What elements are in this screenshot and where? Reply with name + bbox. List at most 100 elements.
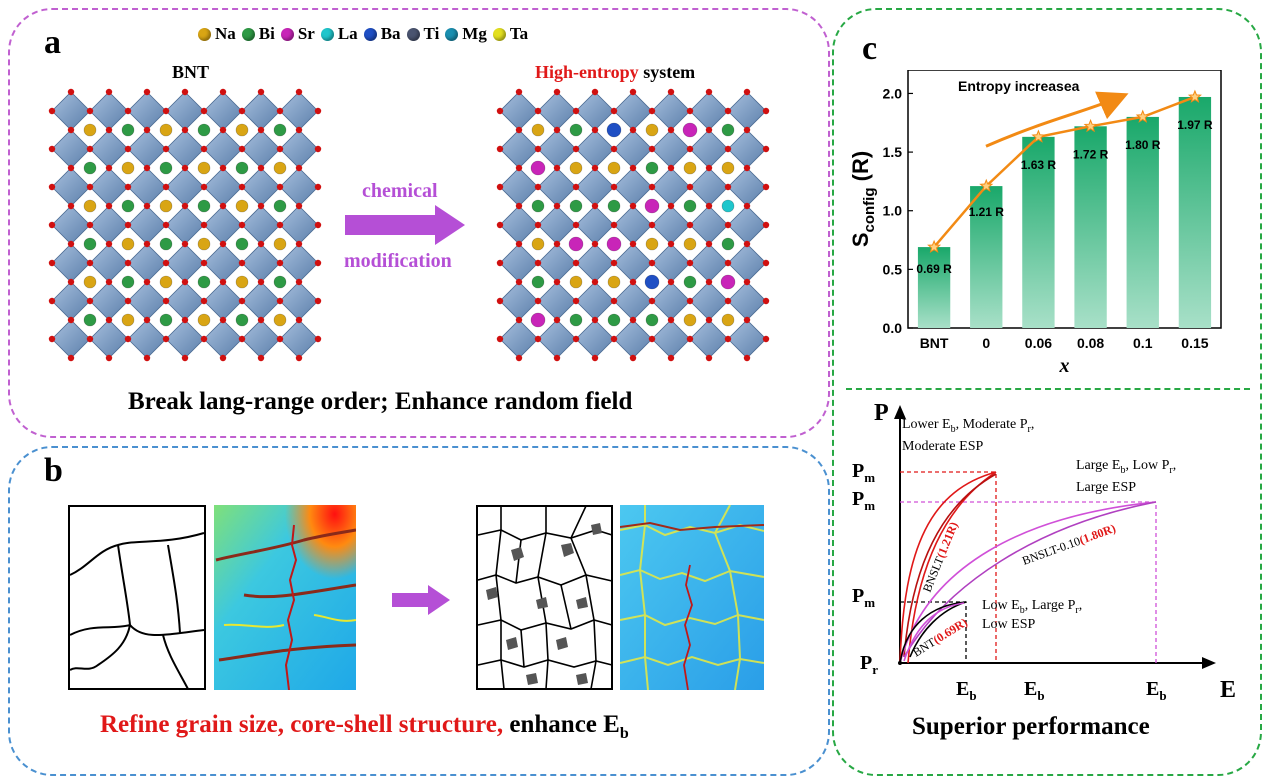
oxygen-atom	[743, 240, 751, 248]
oxygen-atom	[648, 107, 656, 115]
octahedron	[499, 129, 539, 169]
octahedron	[727, 205, 767, 245]
oxygen-atom	[762, 183, 770, 191]
oxygen-atom	[667, 278, 675, 286]
atom-bi	[235, 237, 249, 251]
oxygen-atom	[162, 145, 170, 153]
oxygen-atom	[314, 183, 322, 191]
oxygen-atom	[257, 316, 265, 324]
octahedron	[537, 91, 577, 131]
oxygen-atom	[629, 126, 637, 134]
pr-label: Pr	[860, 652, 878, 677]
octahedron	[575, 167, 615, 207]
octahedron	[89, 129, 129, 169]
atom-bi	[531, 275, 545, 289]
eb-label-1: Eb	[956, 678, 977, 703]
oxygen-atom	[496, 297, 504, 305]
star-marker-icon	[1031, 129, 1046, 143]
oxygen-atom	[515, 354, 523, 362]
note-right-line1: Large Eb, Low Pr,	[1076, 458, 1176, 476]
oxygen-atom	[724, 335, 732, 343]
oxygen-atom	[295, 88, 303, 96]
oxygen-atom	[762, 335, 770, 343]
legend-item-la: La	[320, 24, 358, 44]
legend-label-ta: Ta	[509, 24, 529, 43]
p-axis-arrow-icon	[894, 405, 906, 419]
oxygen-atom	[67, 126, 75, 134]
oxygen-atom	[143, 354, 151, 362]
oxygen-atom	[295, 202, 303, 210]
atom-ba	[644, 274, 660, 290]
atom-na	[273, 313, 287, 327]
oxygen-atom	[534, 107, 542, 115]
atom-na	[197, 237, 211, 251]
oxygen-atom	[105, 126, 113, 134]
high-entropy-title: High-entropy system	[535, 62, 695, 83]
octahedron	[651, 205, 691, 245]
oxygen-atom	[219, 278, 227, 286]
atom-na	[531, 237, 545, 251]
oxygen-atom	[762, 145, 770, 153]
atom-bi	[273, 123, 287, 137]
oxygen-atom	[219, 240, 227, 248]
oxygen-atom	[629, 88, 637, 96]
oxygen-atom	[724, 297, 732, 305]
panel-d-caption: Superior performance	[912, 713, 1150, 740]
oxygen-atom	[515, 278, 523, 286]
octahedron	[165, 319, 205, 359]
panel-c-letter: c	[862, 30, 878, 67]
bar-value-label: 1.63 R	[1021, 158, 1057, 172]
panel-a-border	[8, 8, 830, 438]
oxygen-atom	[686, 297, 694, 305]
y-axis-label: Sconfig (R)	[848, 151, 878, 247]
octahedron	[89, 243, 129, 283]
oxygen-atom	[257, 240, 265, 248]
oxygen-atom	[572, 183, 580, 191]
octahedron	[51, 91, 91, 131]
oxygen-atom	[629, 278, 637, 286]
atom-na	[607, 161, 621, 175]
oxygen-atom	[162, 259, 170, 267]
atom-na	[683, 313, 697, 327]
legend-ball-ti	[406, 27, 420, 41]
octahedron	[537, 205, 577, 245]
e-axis-arrow-icon	[1202, 657, 1216, 669]
octahedron	[499, 167, 539, 207]
oxygen-atom	[724, 221, 732, 229]
oxygen-atom	[124, 107, 132, 115]
oxygen-atom	[572, 145, 580, 153]
oxygen-atom	[743, 126, 751, 134]
oxygen-atom	[67, 164, 75, 172]
oxygen-atom	[553, 316, 561, 324]
octahedron	[127, 281, 167, 321]
legend-ball-mg	[445, 27, 459, 41]
pm-label-3: Pm	[852, 585, 875, 610]
oxygen-atom	[257, 202, 265, 210]
octahedron	[651, 319, 691, 359]
octahedron	[279, 205, 319, 245]
oxygen-atom	[648, 221, 656, 229]
oxygen-atom	[86, 221, 94, 229]
octahedron	[165, 167, 205, 207]
oxygen-atom	[162, 335, 170, 343]
oxygen-atom	[238, 259, 246, 267]
legend-label-sr: Sr	[297, 24, 315, 43]
oxygen-atom	[200, 221, 208, 229]
oxygen-atom	[515, 202, 523, 210]
oxygen-atom	[200, 259, 208, 267]
oxygen-atom	[124, 221, 132, 229]
x-tick-label: 0.1	[1133, 335, 1153, 351]
oxygen-atom	[610, 221, 618, 229]
oxygen-atom	[48, 107, 56, 115]
oxygen-atom	[257, 278, 265, 286]
note-top-line2: Moderate ESP	[902, 439, 983, 454]
atom-na	[645, 237, 659, 251]
octahedron	[51, 243, 91, 283]
oxygen-atom	[314, 335, 322, 343]
oxygen-atom	[48, 221, 56, 229]
oxygen-atom	[314, 107, 322, 115]
octahedron	[651, 167, 691, 207]
oxygen-atom	[67, 278, 75, 286]
loop-bnt-purple	[903, 602, 965, 662]
pm-label-2: Pm	[852, 488, 875, 513]
